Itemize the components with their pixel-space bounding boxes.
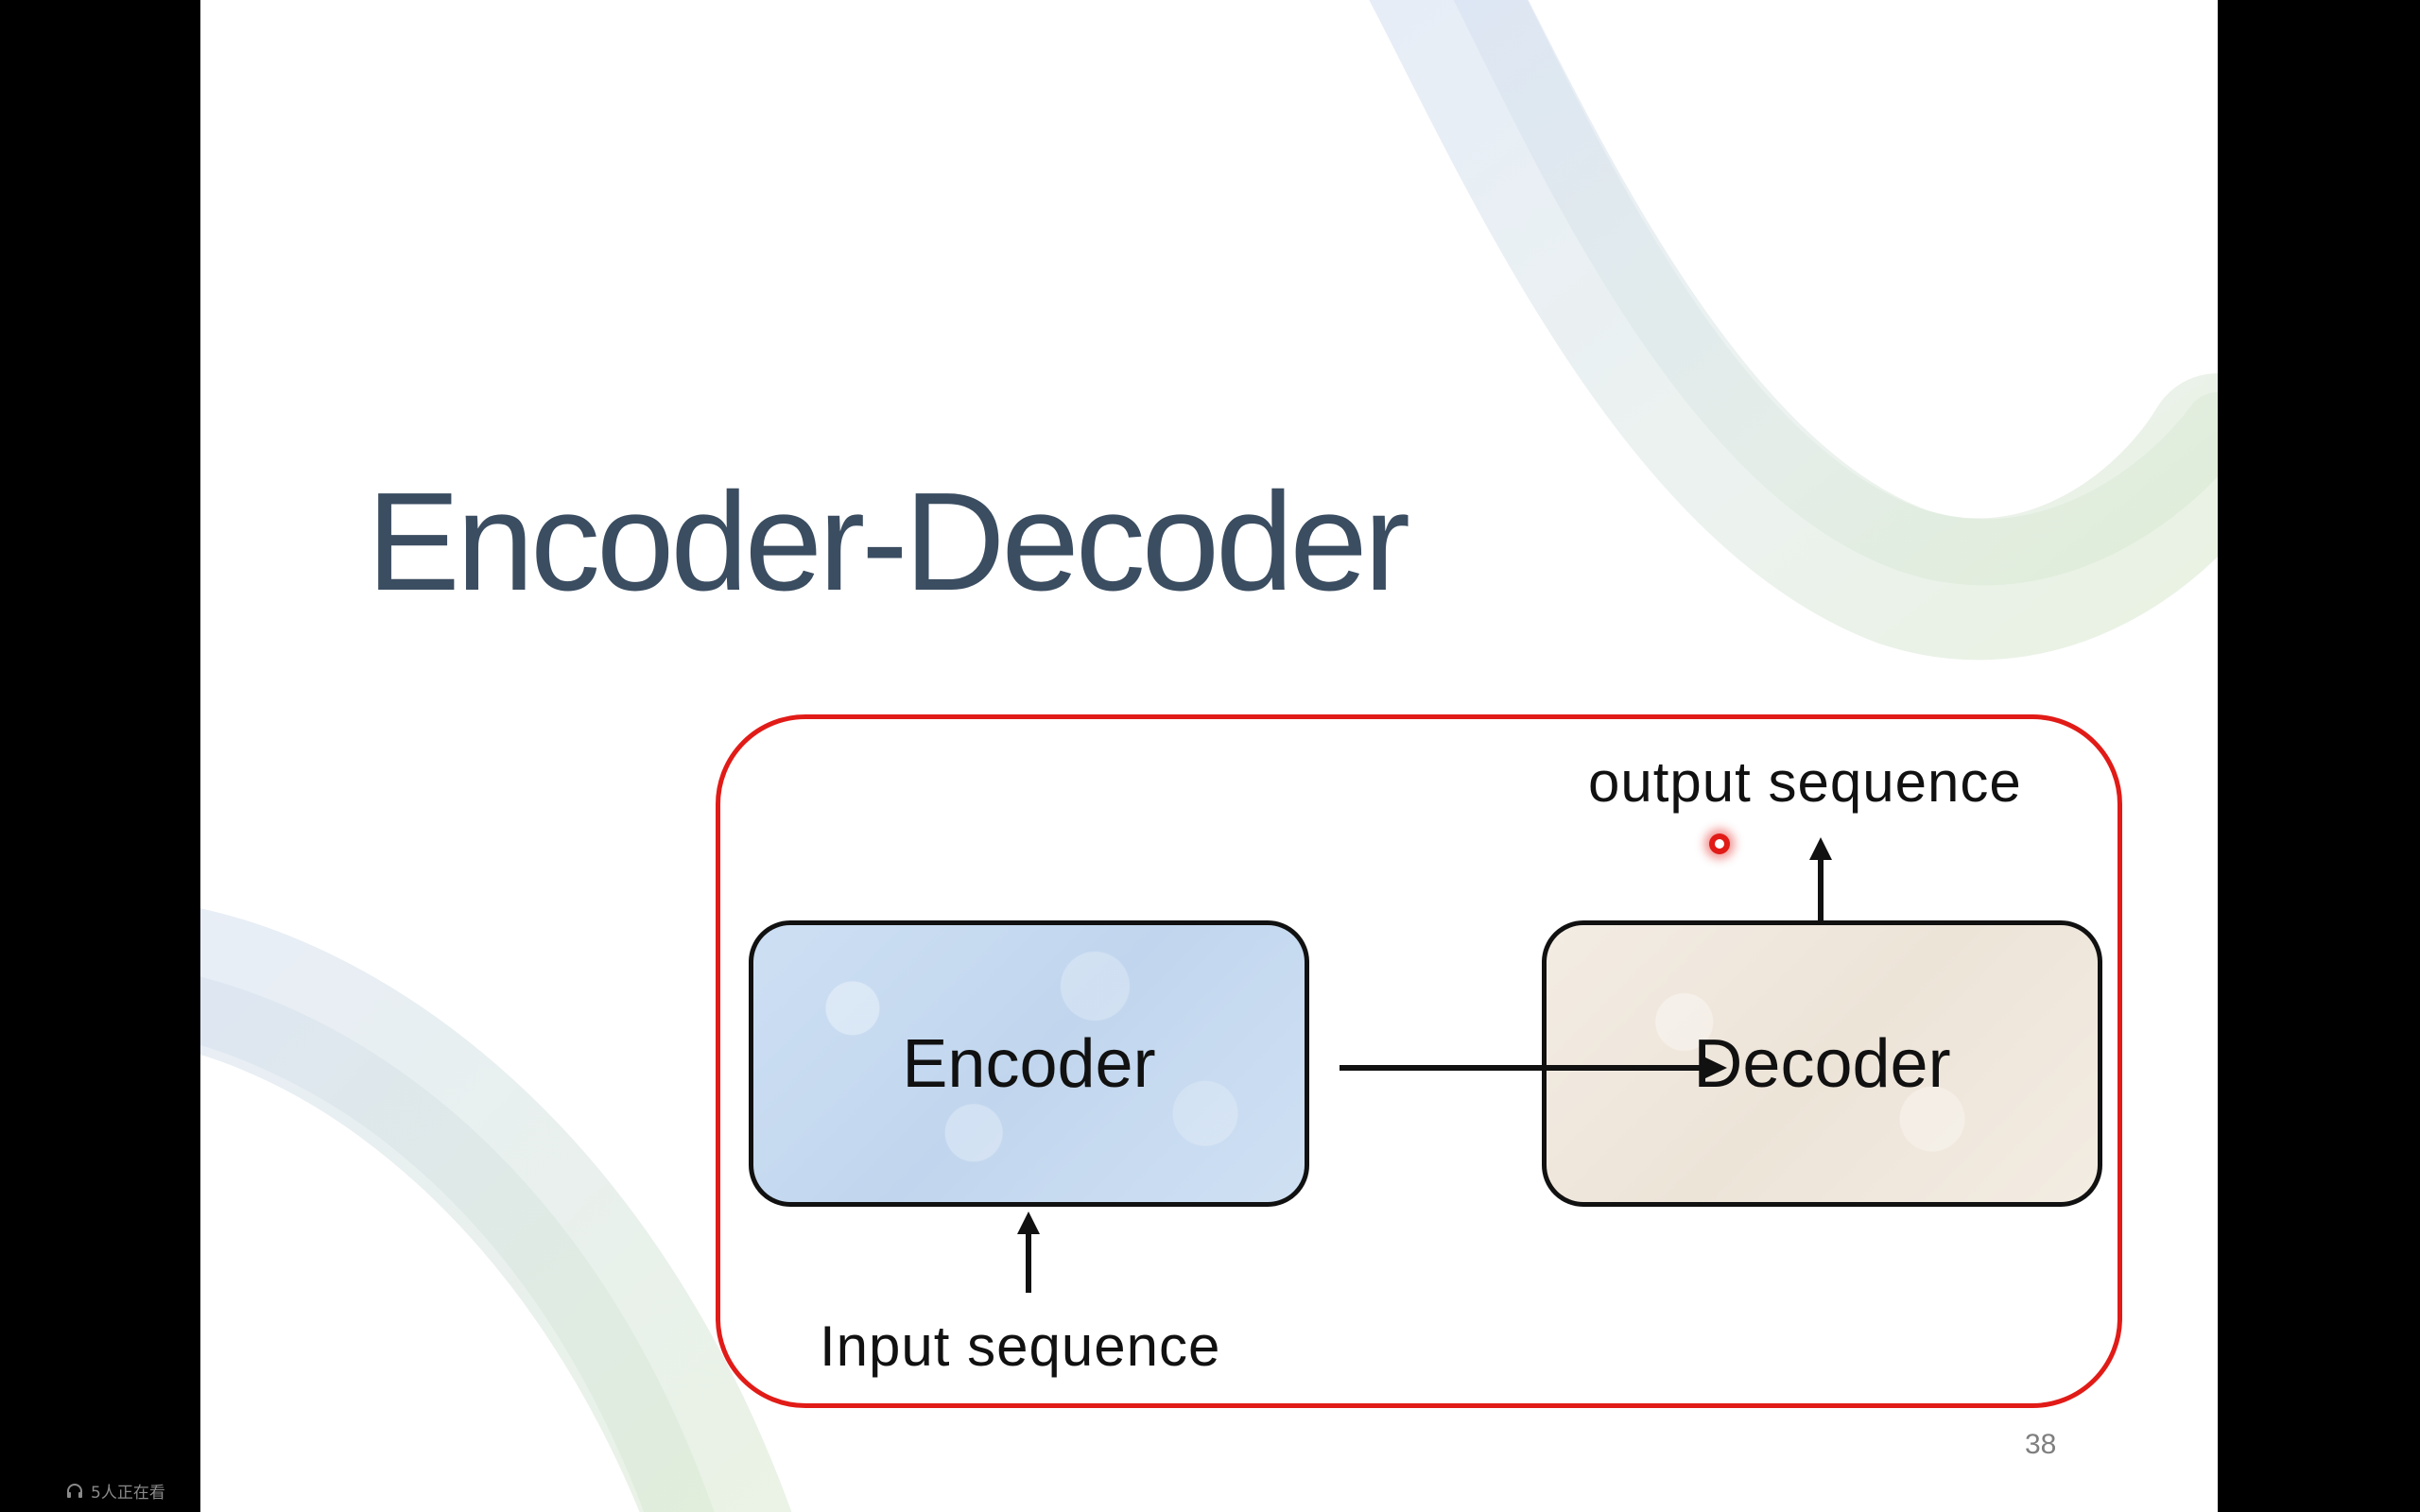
diagram-arrows [1017,837,1832,1293]
slide-background-swoosh [200,0,2218,1512]
decoder-block: Decoder [1542,920,2102,1207]
slide-page-number: 38 [2025,1429,2057,1460]
output-arrow [1809,837,1832,920]
diagram-highlight-frame [716,714,2122,1408]
encoder-decoder-diagram: Encoder Decoder output seque [200,0,2218,1512]
slide: Encoder-Decoder Encoder Decoder [200,0,2218,1512]
encoder-label: Encoder [902,1025,1156,1102]
encoder-to-decoder-arrow [1340,1057,1727,1079]
output-sequence-label: output sequence [1588,750,2022,814]
input-arrow [1017,1211,1040,1293]
headphones-icon [66,1483,83,1499]
encoder-block: Encoder [749,920,1309,1207]
viewer-count-text: 5人正在看 [91,1484,165,1503]
viewer-count-status: 5人正在看 [66,1479,165,1503]
laser-pointer-cursor [1709,833,1730,854]
slide-title: Encoder-Decoder [367,464,1410,620]
input-sequence-label: Input sequence [820,1314,1221,1378]
decoder-label: Decoder [1693,1025,1951,1102]
